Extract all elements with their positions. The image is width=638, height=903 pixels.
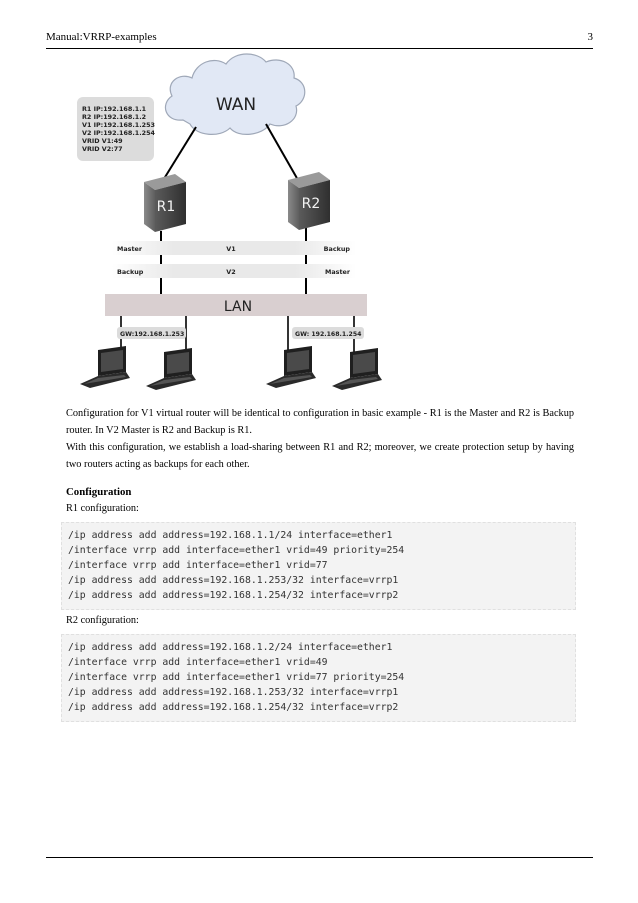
router-r1-icon: R1 <box>144 174 186 232</box>
code-line: /interface vrrp add interface=ether1 vri… <box>68 670 404 685</box>
code-line: /interface vrrp add interface=ether1 vri… <box>68 543 404 558</box>
code-line: /interface vrrp add interface=ether1 vri… <box>68 655 328 670</box>
svg-text:GW: 192.168.1.254: GW: 192.168.1.254 <box>295 331 362 338</box>
ip-info-box: R1 IP:192.168.1.1 R2 IP:192.168.1.2 V1 I… <box>77 97 156 161</box>
header-rule <box>46 48 593 49</box>
router-r2-icon: R2 <box>288 172 330 230</box>
laptop-icon <box>146 348 196 390</box>
r1-config-label: R1 configuration: <box>66 503 139 514</box>
info-line: R1 IP:192.168.1.1 <box>82 105 146 113</box>
v2-right-role: Master <box>325 268 351 276</box>
v1-label: V1 <box>226 245 235 253</box>
v2-left-role: Backup <box>117 268 144 276</box>
lan-label: LAN <box>224 299 252 315</box>
code-line: /ip address add address=192.168.1.2/24 i… <box>68 640 392 655</box>
v1-left-role: Master <box>117 245 143 253</box>
laptop-icon <box>332 348 382 390</box>
r1-code-block: /ip address add address=192.168.1.1/24 i… <box>61 522 576 610</box>
code-line: /interface vrrp add interface=ether1 vri… <box>68 558 328 573</box>
wan-label: WAN <box>216 95 256 115</box>
wan-cloud-icon: WAN <box>165 54 304 134</box>
info-line: VRID V1:49 <box>82 137 123 145</box>
v1-bar: Master V1 Backup <box>112 241 356 255</box>
page-number: 3 <box>588 31 594 43</box>
code-line: /ip address add address=192.168.1.253/32… <box>68 573 398 588</box>
v1-right-role: Backup <box>324 245 351 253</box>
footer-rule <box>46 857 593 858</box>
info-line: V2 IP:192.168.1.254 <box>82 129 156 137</box>
manual-title: Manual:VRRP-examples <box>46 31 157 43</box>
code-line: /ip address add address=192.168.1.254/32… <box>68 700 398 715</box>
r1-wan-link <box>162 127 196 182</box>
lan-bar: LAN <box>105 294 367 316</box>
code-line: /ip address add address=192.168.1.254/32… <box>68 588 398 603</box>
configuration-heading: Configuration <box>66 486 131 498</box>
v2-label: V2 <box>226 268 235 276</box>
info-line: R2 IP:192.168.1.2 <box>82 113 146 121</box>
router-r1-label: R1 <box>157 199 176 215</box>
info-line: VRID V2:77 <box>82 145 123 153</box>
router-r2-label: R2 <box>302 196 321 212</box>
info-line: V1 IP:192.168.1.253 <box>82 121 155 129</box>
r2-wan-link <box>266 124 298 180</box>
gw-left-label: GW:192.168.1.253 <box>117 327 186 339</box>
laptop-icon <box>266 346 316 388</box>
svg-text:GW:192.168.1.253: GW:192.168.1.253 <box>120 331 184 338</box>
description-paragraph: Configuration for V1 virtual router will… <box>66 405 574 439</box>
r2-config-label: R2 configuration: <box>66 615 139 626</box>
code-line: /ip address add address=192.168.1.253/32… <box>68 685 398 700</box>
code-line: /ip address add address=192.168.1.1/24 i… <box>68 528 392 543</box>
gw-right-label: GW: 192.168.1.254 <box>292 327 364 339</box>
laptop-icon <box>80 346 130 388</box>
r2-code-block: /ip address add address=192.168.1.2/24 i… <box>61 634 576 722</box>
load-sharing-paragraph: With this configuration, we establish a … <box>66 439 574 473</box>
v2-bar: Backup V2 Master <box>112 264 356 278</box>
page-header: Manual:VRRP-examples 3 <box>46 31 593 47</box>
